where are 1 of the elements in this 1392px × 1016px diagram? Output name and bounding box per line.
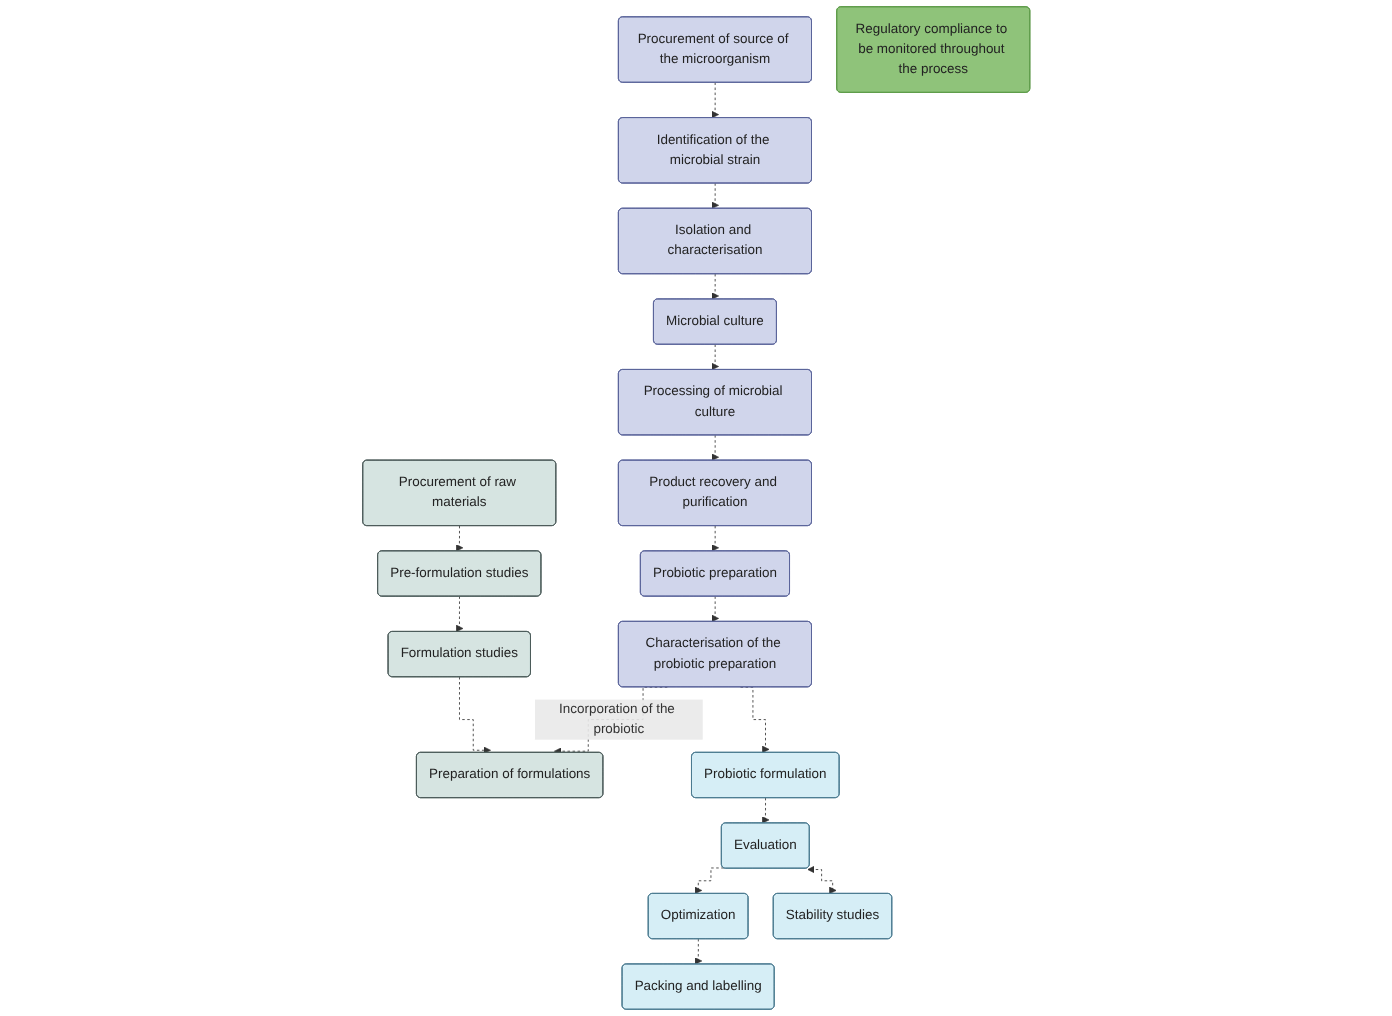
- arrow: [807, 865, 837, 895]
